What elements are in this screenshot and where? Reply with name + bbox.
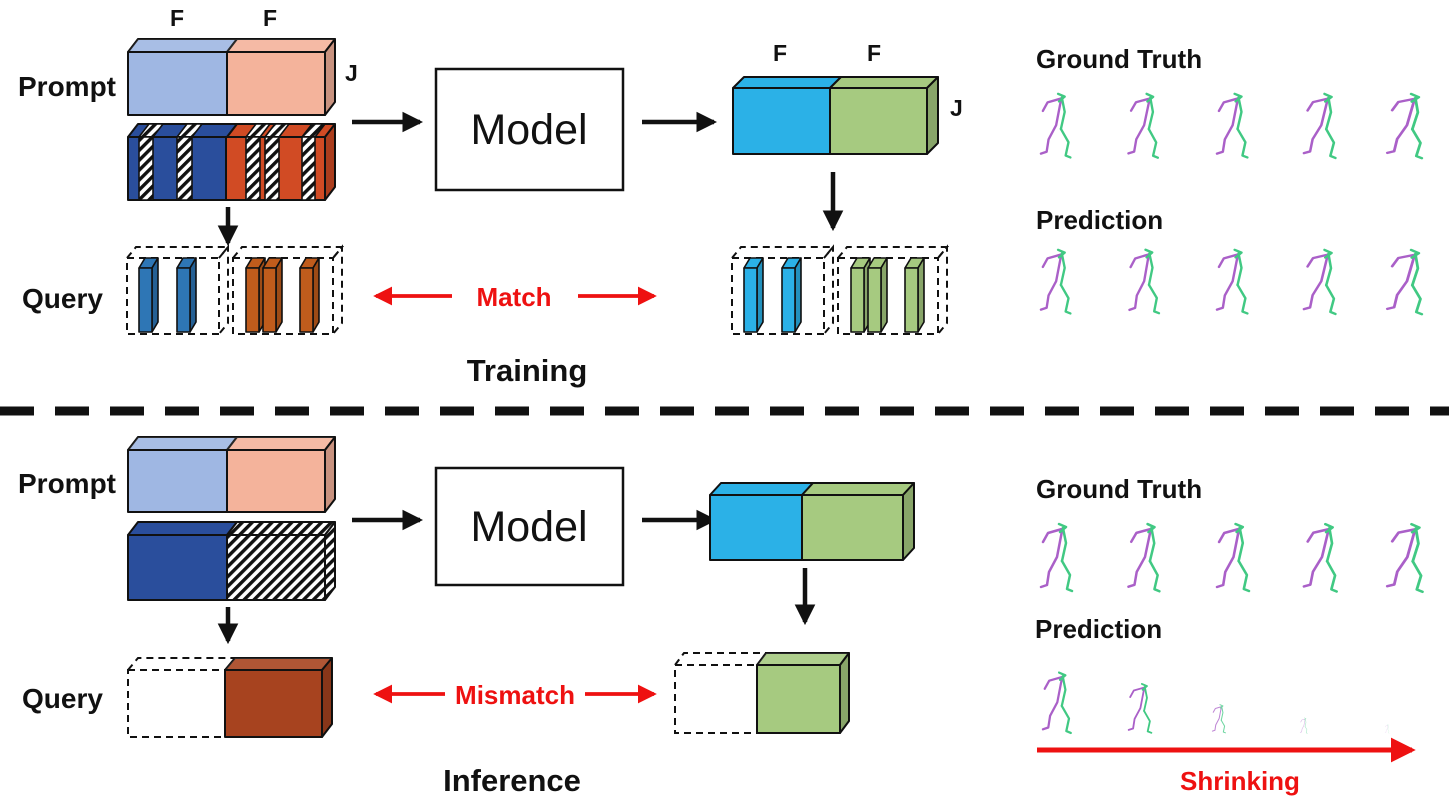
training-ground-truth-label: Ground Truth: [1036, 44, 1202, 74]
inference-output-tensor: [709, 482, 915, 561]
training-prompt-label: Prompt: [18, 71, 116, 102]
inference-ground-truth-row: [1039, 521, 1428, 594]
inference-prediction-label: Prediction: [1035, 614, 1162, 644]
training-title: Training: [467, 353, 588, 388]
training-input-dim-j: J: [345, 60, 358, 86]
training-output-tensor: [732, 76, 939, 155]
training-output-dim-f-right: F: [867, 40, 881, 66]
training-output-query-slabs: [731, 244, 950, 335]
inference-ground-truth-label: Ground Truth: [1036, 474, 1202, 504]
inference-output-query-tensor: [674, 652, 850, 734]
shrinking-label: Shrinking: [1180, 766, 1300, 796]
inference-model-label: Model: [470, 503, 587, 551]
training-output-dim-j: J: [950, 95, 963, 121]
mismatch-label: Mismatch: [455, 680, 575, 710]
inference-query-tensor: [127, 657, 333, 738]
training-model-box: Model: [434, 67, 625, 192]
training-model-label: Model: [470, 106, 587, 154]
training-output-dim-f-left: F: [773, 40, 787, 66]
training-input-dim-f-right: F: [263, 5, 277, 31]
training-prompt-tensor: [127, 38, 336, 116]
training-input-dim-f-left: F: [170, 5, 184, 31]
inference-prediction-shrinking-row: [1041, 671, 1390, 735]
inference-title: Inference: [443, 763, 581, 798]
inference-masked-sequence-tensor: [127, 521, 336, 601]
inference-prompt-tensor: [127, 436, 336, 513]
training-prediction-label: Prediction: [1036, 205, 1163, 235]
inference-query-label: Query: [22, 683, 103, 714]
training-query-slabs: [126, 244, 345, 335]
training-ground-truth-row: [1039, 91, 1428, 160]
training-masked-sequence-tensor: [127, 123, 336, 201]
match-label: Match: [476, 282, 551, 312]
training-prediction-row: [1039, 247, 1428, 316]
inference-prompt-label: Prompt: [18, 468, 116, 499]
inference-model-box: Model: [434, 466, 625, 587]
training-query-label: Query: [22, 283, 103, 314]
